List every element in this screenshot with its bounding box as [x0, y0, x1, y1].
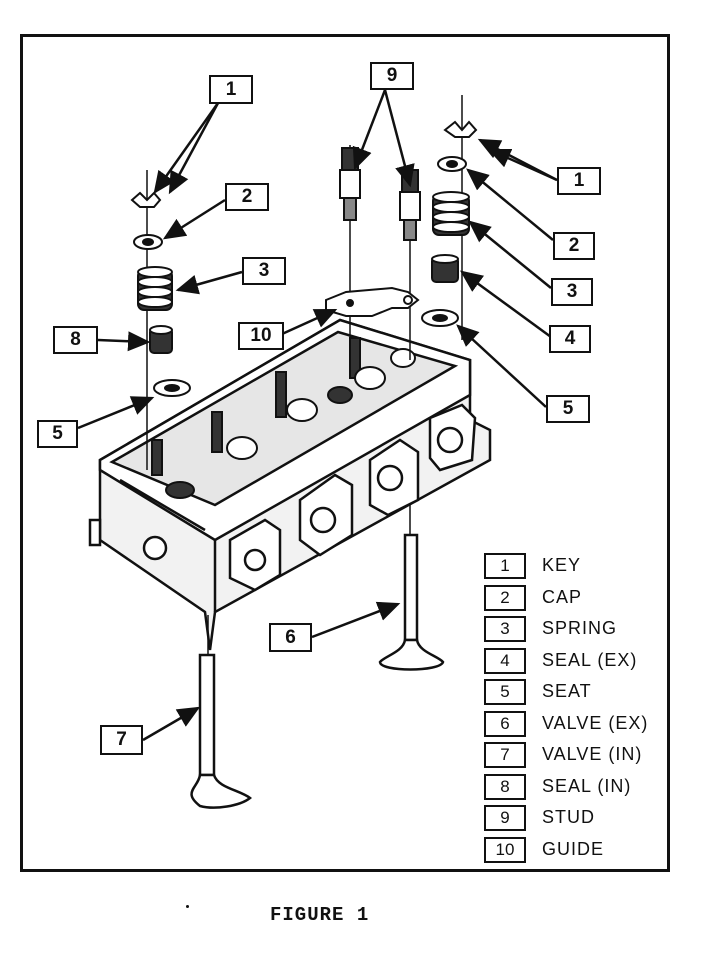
legend-row: 2 CAP: [484, 584, 654, 617]
callout-8: 8: [53, 326, 98, 354]
legend-number: 6: [484, 710, 526, 737]
callout-9: 9: [370, 62, 414, 90]
legend-row: 4 SEAL (EX): [484, 647, 654, 680]
cylinder-head: [88, 318, 492, 651]
callout-10: 10: [238, 322, 284, 350]
legend-row: 10 GUIDE: [484, 836, 654, 869]
callout-4: 4: [549, 325, 591, 353]
callout-3-left: 3: [242, 257, 286, 285]
stray-mark: [186, 905, 189, 908]
legend-number: 3: [484, 616, 526, 642]
left-spring: [137, 266, 173, 311]
legend-number: 8: [484, 773, 526, 800]
right-spring: [432, 191, 470, 236]
callout-2-left: 2: [225, 183, 269, 211]
legend-number: 5: [484, 679, 526, 705]
exhaust-valve: [378, 533, 445, 671]
legend-label: STUD: [542, 807, 595, 827]
figure-caption: FIGURE 1: [270, 904, 370, 926]
callout-1-right: 1: [557, 167, 601, 195]
legend-label: VALVE (IN): [542, 744, 643, 764]
legend-label: KEY: [542, 555, 582, 575]
parts-legend: 1 KEY 2 CAP 3 SPRING 4 SEAL (EX) 5 SEAT …: [484, 553, 654, 868]
legend-row: 7 VALVE (IN): [484, 742, 654, 774]
callout-6: 6: [269, 623, 312, 652]
legend-label: SEAL (EX): [542, 649, 638, 670]
legend-label: GUIDE: [542, 838, 605, 859]
legend-number: 10: [484, 836, 526, 863]
legend-number: 7: [484, 742, 526, 768]
installed-valvetrain: [151, 337, 416, 499]
legend-row: 1 KEY: [484, 553, 654, 585]
legend-row: 6 VALVE (EX): [484, 710, 654, 743]
callout-2-right: 2: [553, 232, 595, 260]
legend-label: SEAL (IN): [542, 775, 632, 796]
callout-5-right: 5: [546, 395, 590, 423]
legend-number: 9: [484, 805, 526, 831]
legend-label: SPRING: [542, 618, 618, 638]
legend-row: 9 STUD: [484, 805, 654, 837]
figure-frame: [20, 34, 670, 872]
legend-label: SEAT: [542, 681, 592, 701]
callout-7: 7: [100, 725, 143, 755]
legend-label: CAP: [542, 586, 583, 607]
legend-row: 8 SEAL (IN): [484, 773, 654, 806]
legend-number: 1: [484, 553, 526, 579]
legend-row: 5 SEAT: [484, 679, 654, 711]
legend-number: 4: [484, 647, 526, 674]
callout-1-left: 1: [209, 75, 253, 104]
right-valve-stack: [421, 95, 478, 340]
legend-label: VALVE (EX): [542, 712, 649, 733]
guide-plate: [325, 286, 420, 317]
left-valve-stack: [130, 170, 191, 470]
callout-5-left: 5: [37, 420, 78, 448]
legend-number: 2: [484, 584, 526, 611]
legend-row: 3 SPRING: [484, 616, 654, 648]
callout-3-right: 3: [551, 278, 593, 306]
leader-lines: [77, 89, 558, 742]
